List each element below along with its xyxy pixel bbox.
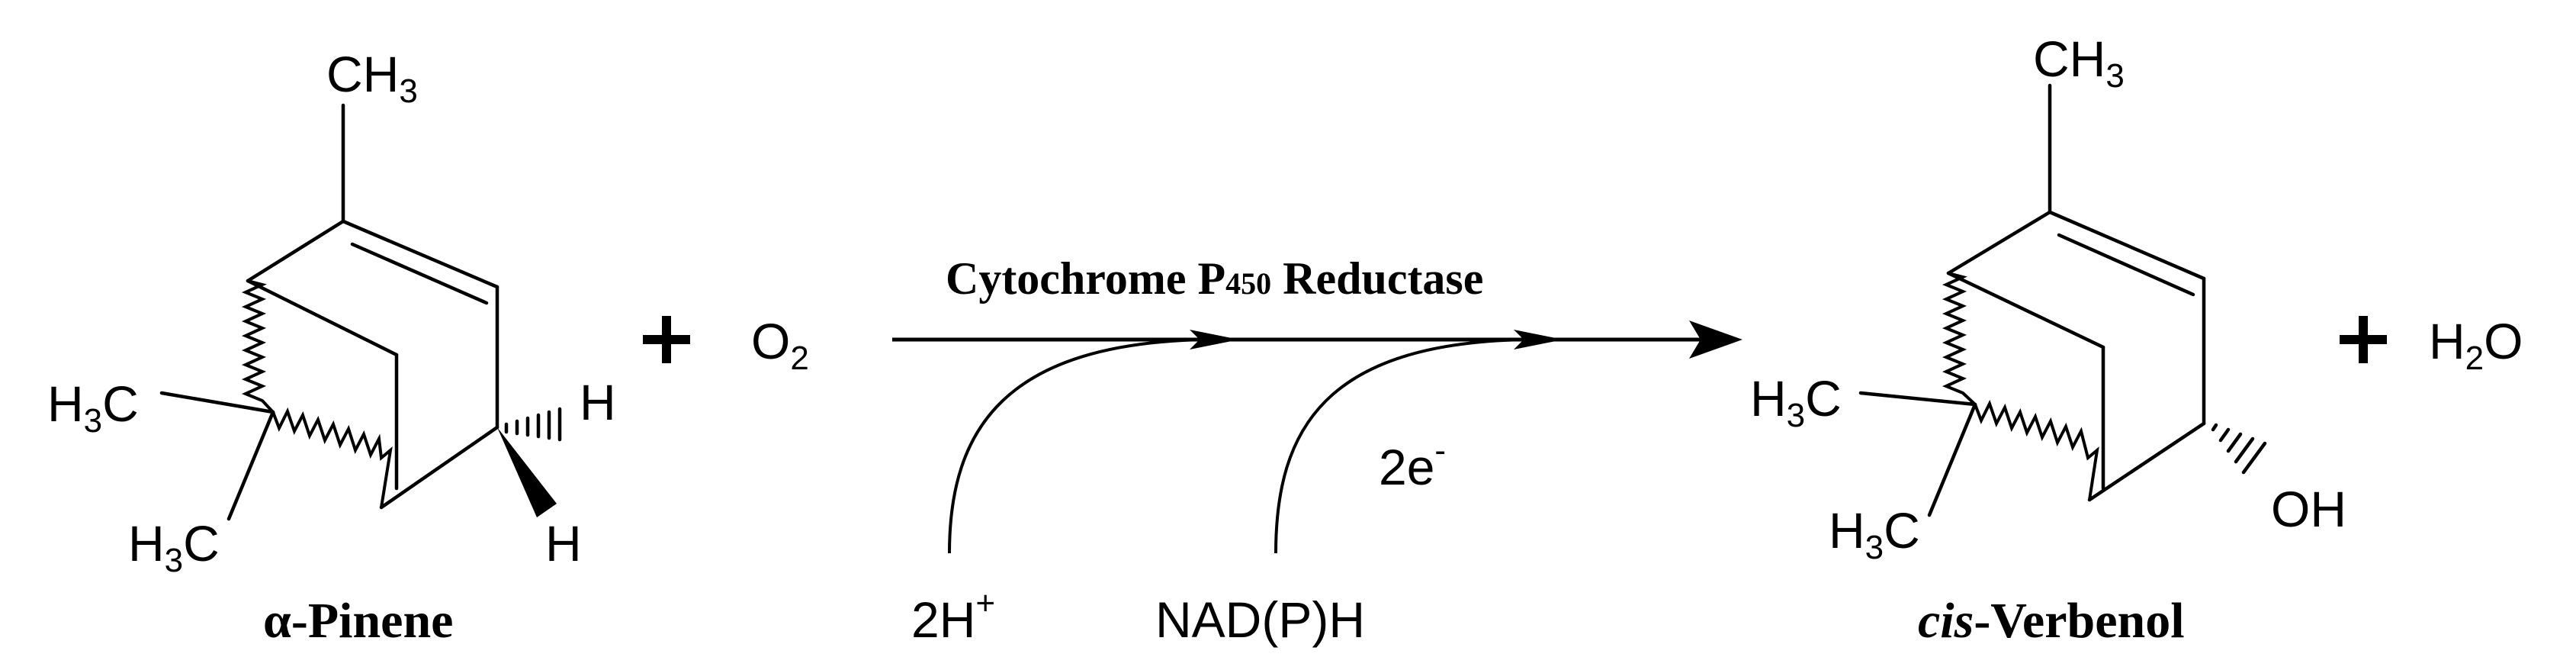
- hashed-bond-oh: [2211, 423, 2267, 475]
- bond-c4-c5: [379, 425, 499, 510]
- curve-protons: [948, 338, 1206, 554]
- bond-c1-bridge: [1946, 271, 2105, 349]
- label-protons: 2H+: [911, 585, 995, 648]
- plus-sign-2: [2340, 316, 2387, 363]
- cis-verbenol-structure: CH3 H3C H3C OH cis-Verbenol: [1750, 31, 2346, 649]
- name-alpha-pinene: α-Pinene: [263, 593, 453, 649]
- bond-c2-c3: [341, 219, 499, 289]
- label-h-wedge: H: [545, 515, 582, 572]
- bond-c2-c1: [1946, 210, 2052, 275]
- label-h3c-bottom: H3C: [1829, 502, 1920, 566]
- label-h3c-left: H3C: [47, 375, 139, 440]
- label-oh: OH: [2271, 481, 2346, 537]
- bond-c6-h3c-bottom: [226, 410, 275, 521]
- arrowhead-nadph: [1514, 330, 1563, 349]
- name-cis-verbenol: cis-Verbenol: [1918, 593, 2185, 649]
- label-nadph: NAD(P)H: [1155, 591, 1365, 648]
- plus-sign-1: [643, 316, 690, 363]
- bond-c2-c1: [246, 219, 345, 283]
- bond-c2-c3: [2048, 210, 2206, 281]
- arrowhead-protons: [1190, 330, 1239, 349]
- label-h3c-bottom: H3C: [128, 515, 220, 579]
- wavy-bond-c1-c6: [241, 279, 275, 414]
- label-o2: O2: [751, 313, 809, 377]
- bond-c6-h3c-left: [159, 391, 275, 414]
- label-h3c-left: H3C: [1750, 370, 1842, 434]
- bond-c6-h3c-bottom: [1927, 402, 1977, 517]
- wavy-bond-c6-c5: [271, 407, 393, 508]
- label-h-hashed: H: [580, 374, 616, 430]
- wedge-bond-h: [497, 427, 557, 517]
- label-electrons: 2e-: [1379, 432, 1446, 495]
- bond-c2-c3-double: [350, 242, 489, 305]
- label-ch3-top: CH3: [2033, 31, 2125, 95]
- label-h2o: H2O: [2429, 313, 2523, 377]
- label-ch3-top: CH3: [326, 46, 418, 110]
- bond-c1-bridge: [246, 279, 399, 357]
- alpha-pinene-structure: CH3 H3C H3C H H α-Pinene: [47, 46, 616, 649]
- wavy-bond-c1-c6: [1942, 272, 1977, 406]
- enzyme-label: Cytochrome P450 Reductase: [946, 253, 1483, 304]
- bond-c6-h3c-left: [1858, 391, 1977, 407]
- wavy-bond-c6-c5: [1974, 399, 2099, 501]
- curve-nadph: [1274, 338, 1526, 554]
- reaction-arrow: [892, 321, 1742, 554]
- hashed-bond-h: [504, 407, 562, 442]
- bond-c4-c5: [2087, 421, 2206, 502]
- bond-c2-c3-double: [2057, 233, 2195, 297]
